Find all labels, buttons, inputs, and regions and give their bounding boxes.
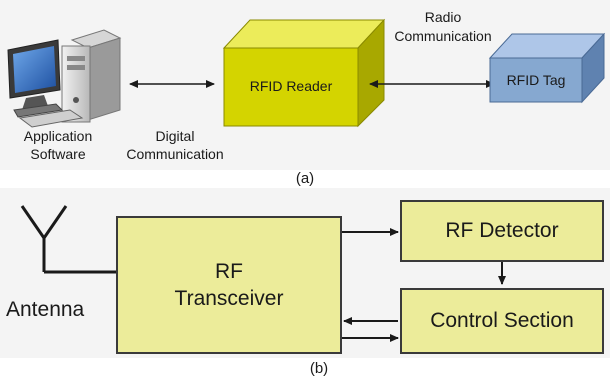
antenna-label: Antenna: [6, 298, 85, 321]
rfid-reader-block: [222, 18, 386, 128]
control-section-box: Control Section: [400, 288, 604, 354]
rfid-reader-label: RFID Reader: [249, 78, 333, 94]
computer-icon: [7, 29, 122, 128]
radio-communication-line1: Radio: [424, 9, 462, 25]
caption-b: (b): [309, 360, 329, 377]
control-section-label: Control Section: [430, 309, 574, 332]
digital-communication-label: Digital Communication: [110, 127, 240, 163]
digital-communication-line2: Communication: [126, 146, 224, 162]
radio-communication-label: Radio Communication: [380, 8, 506, 46]
rf-transceiver-line2: Transceiver: [174, 287, 284, 310]
application-software-line2: Software: [30, 146, 86, 162]
rf-transceiver-line1: RF: [215, 260, 243, 283]
rf-detector-box: RF Detector: [400, 200, 604, 262]
application-software-label: Application Software: [8, 127, 108, 163]
antenna-icon: [20, 205, 116, 274]
rf-detector-label: RF Detector: [445, 219, 559, 242]
rfid-tag-block: [488, 32, 606, 104]
radio-communication-line2: Communication: [394, 28, 492, 44]
application-software-line1: Application: [23, 128, 93, 144]
rf-transceiver-box: RF Transceiver: [116, 216, 342, 354]
rfid-tag-label: RFID Tag: [506, 72, 566, 88]
caption-a: (a): [295, 170, 315, 187]
digital-communication-line1: Digital: [155, 128, 195, 144]
